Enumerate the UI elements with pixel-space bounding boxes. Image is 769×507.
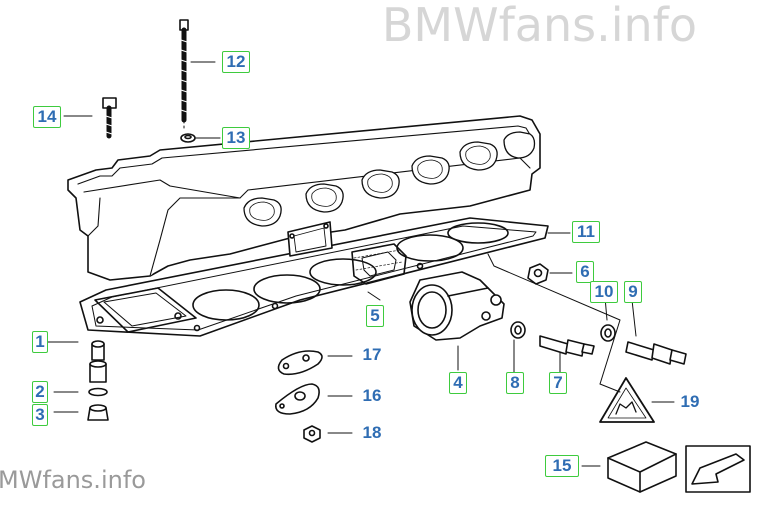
callout-14[interactable]: 14 <box>33 106 61 128</box>
repair-kit-box <box>607 441 677 493</box>
temperature-switch <box>625 341 687 365</box>
callout-6[interactable]: 6 <box>576 261 594 283</box>
callout-10[interactable]: 10 <box>590 281 618 303</box>
head-gasket <box>79 217 549 337</box>
thermostat-housing <box>409 271 505 341</box>
temperature-sensor <box>539 335 595 357</box>
callout-15[interactable]: 15 <box>545 455 579 477</box>
washer <box>180 133 196 143</box>
callout-12[interactable]: 12 <box>222 51 250 73</box>
dowel-sleeve <box>89 340 107 383</box>
plug <box>87 404 109 421</box>
callout-1[interactable]: 1 <box>32 331 48 353</box>
callout-3[interactable]: 3 <box>32 404 48 426</box>
callout-16[interactable]: 16 <box>362 386 382 405</box>
exhaust-gasket <box>351 243 407 285</box>
callout-8[interactable]: 8 <box>506 372 524 394</box>
sealing-ring <box>510 321 526 339</box>
callout-7[interactable]: 7 <box>549 372 567 394</box>
callout-18[interactable]: 18 <box>362 423 382 442</box>
o-ring-10 <box>600 324 616 342</box>
warning-label <box>599 377 655 423</box>
hex-nut <box>303 425 321 443</box>
o-ring <box>88 387 108 397</box>
callout-19[interactable]: 19 <box>680 392 700 411</box>
callout-2[interactable]: 2 <box>32 381 48 403</box>
arrow-symbol <box>685 445 751 493</box>
callout-9[interactable]: 9 <box>624 281 642 303</box>
cylinder-head <box>67 115 541 281</box>
callout-13[interactable]: 13 <box>222 127 250 149</box>
callout-17[interactable]: 17 <box>362 345 382 364</box>
nut <box>527 263 549 285</box>
gasket-17 <box>277 350 323 376</box>
leader-lines <box>47 61 675 467</box>
gasket-16 <box>274 383 320 415</box>
callout-11[interactable]: 11 <box>572 221 600 243</box>
watermark-bottom: MWfans.info <box>0 466 146 494</box>
short-bolt <box>102 97 117 139</box>
head-bolt <box>179 19 189 129</box>
callout-5[interactable]: 5 <box>366 305 384 327</box>
callout-4[interactable]: 4 <box>449 372 467 394</box>
watermark-top: BMWfans.info <box>381 0 697 52</box>
